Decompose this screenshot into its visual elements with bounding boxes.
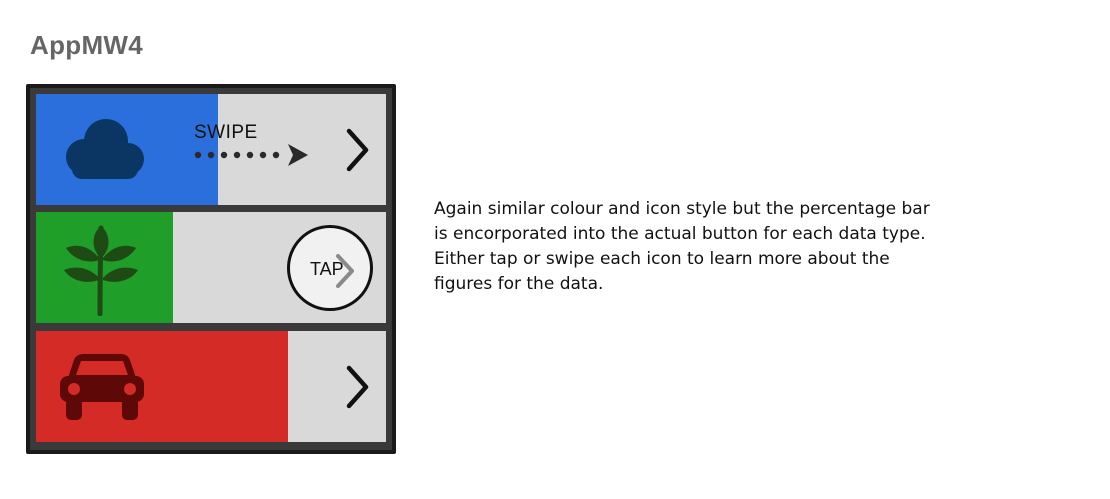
tap-hint-label: TAP bbox=[310, 258, 344, 279]
leaf-icon-shape bbox=[64, 225, 138, 316]
leaf-data-button[interactable]: TAP bbox=[34, 210, 388, 325]
swipe-hint-label: SWIPE bbox=[194, 122, 258, 143]
chevron-right-icon bbox=[346, 128, 369, 171]
tap-hint-circle: TAP bbox=[287, 224, 373, 311]
cloud-data-button[interactable]: SWIPE bbox=[34, 92, 388, 207]
leaf-icon bbox=[64, 225, 138, 316]
chevron-right-icon bbox=[346, 365, 369, 408]
phone-mockup-frame: SWIPE bbox=[26, 84, 396, 454]
page-title: AppMW4 bbox=[30, 30, 143, 60]
car-data-button[interactable] bbox=[34, 329, 388, 444]
cloud-icon-shape bbox=[66, 118, 144, 179]
swipe-arrow-icon bbox=[194, 144, 308, 166]
car-icon bbox=[60, 353, 144, 420]
description-line: Either tap or swipe each icon to learn m… bbox=[434, 249, 890, 269]
description-line: Again similar colour and icon style but … bbox=[434, 199, 930, 219]
cloud-icon bbox=[66, 118, 144, 179]
description-line: is encorporated into the actual button f… bbox=[434, 224, 926, 244]
chevron-right-icon bbox=[336, 253, 354, 288]
description-line: figures for the data. bbox=[434, 274, 604, 294]
description-text: Again similar colour and icon style but … bbox=[434, 197, 1094, 297]
